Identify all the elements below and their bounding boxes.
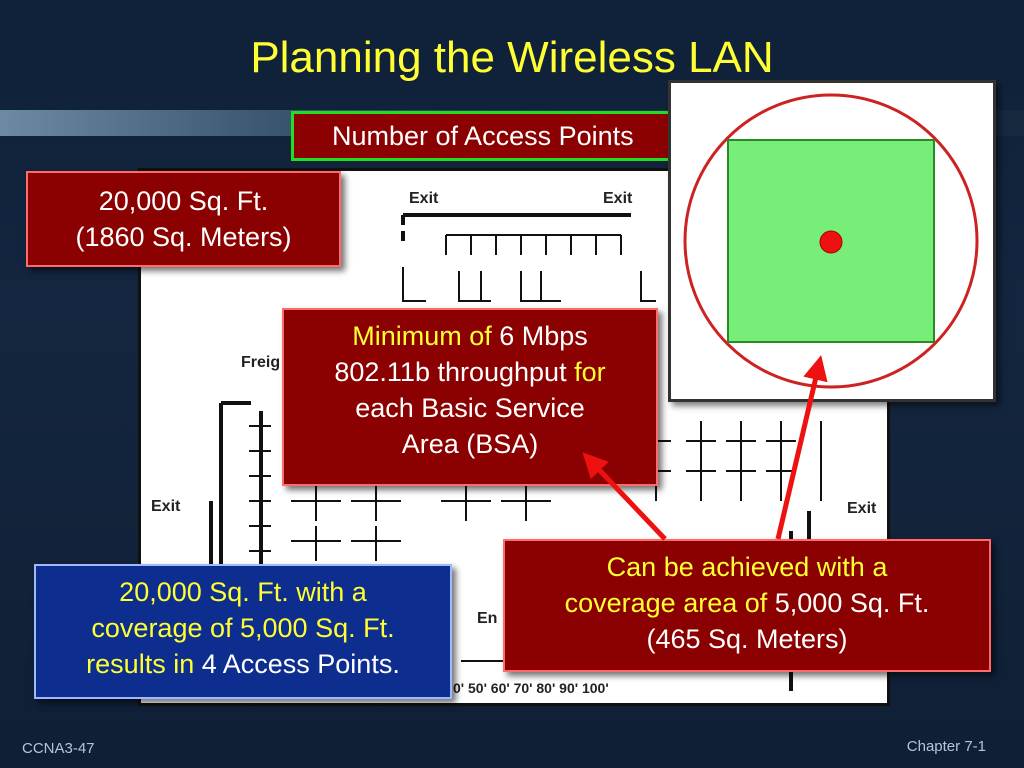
exit-label-right: Exit (847, 500, 877, 517)
throughput-value: 6 Mbps (499, 321, 588, 351)
result-line3a: results in (86, 649, 202, 679)
exit-label-top-left: Exit (409, 190, 439, 207)
area-callout: 20,000 Sq. Ft. (1860 Sq. Meters) (26, 171, 341, 267)
result-line1: 20,000 Sq. Ft. with a (119, 577, 367, 607)
coverage-line2b: 5,000 Sq. Ft. (774, 588, 930, 618)
coverage-line3: (465 Sq. Meters) (646, 624, 848, 654)
coverage-diagram (668, 80, 996, 402)
coverage-line2a: coverage area of (564, 588, 775, 618)
result-line3b: 4 Access Points. (201, 649, 400, 679)
throughput-min: Minimum of (352, 321, 500, 351)
throughput-for: for (574, 357, 606, 387)
throughput-callout: Minimum of 6 Mbps 802.11b throughput for… (282, 308, 658, 486)
result-callout: 20,000 Sq. Ft. with a coverage of 5,000 … (34, 564, 452, 699)
slide-title: Planning the Wireless LAN (250, 33, 774, 82)
coverage-drawing (683, 93, 979, 389)
result-line2: coverage of 5,000 Sq. Ft. (91, 613, 395, 643)
subtitle-text: Number of Access Points (332, 121, 634, 151)
footer-right: Chapter 7-1 (906, 738, 986, 755)
throughput-bsa-line1: each Basic Service (355, 393, 585, 423)
throughput-std: 802.11b throughput (334, 357, 575, 387)
exit-label-left: Exit (151, 498, 181, 515)
throughput-bsa-line2: Area (BSA) (401, 429, 539, 459)
area-line2: (1860 Sq. Meters) (75, 222, 292, 252)
area-line1: 20,000 Sq. Ft. (98, 186, 269, 216)
subtitle-box: Number of Access Points (291, 111, 711, 161)
exit-label-top-right: Exit (603, 190, 633, 207)
coverage-callout: Can be achieved with a coverage area of … (503, 539, 991, 672)
scale-label: 0' 50' 60' 70' 80' 90' 100' (453, 680, 609, 696)
footer-left: CCNA3-47 (22, 740, 95, 757)
freight-label: Freig (241, 354, 280, 371)
entry-label: En (477, 610, 497, 627)
coverage-line1: Can be achieved with a (606, 552, 888, 582)
access-point-dot (819, 230, 843, 254)
